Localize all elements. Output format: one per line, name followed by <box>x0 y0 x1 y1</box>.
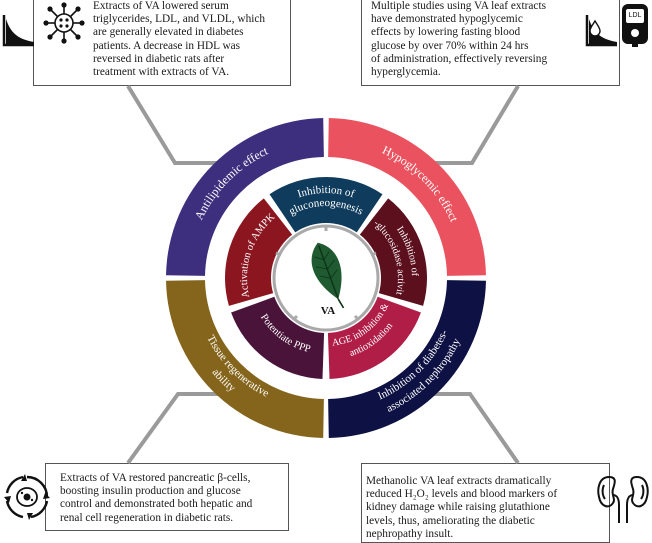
text-line: Methanolic VA leaf extracts dramatically <box>366 475 552 487</box>
spoke <box>370 251 377 257</box>
lipid-molecule-icon <box>43 2 85 44</box>
text-line: Extracts of VA lowered serum <box>93 0 229 12</box>
nephropathy-info-text: Methanolic VA leaf extracts dramatically… <box>366 475 557 541</box>
hypoglycemic-info-text: Multiple studies using VA leaf extracts … <box>371 0 547 79</box>
outer-segment <box>328 118 486 276</box>
text-line: Multiple studies using VA leaf extracts <box>371 0 546 12</box>
inner-segment <box>269 177 383 233</box>
regeneration-info-box <box>45 463 289 531</box>
outer-segment <box>166 280 324 438</box>
spoke <box>275 251 282 257</box>
text-line: triglycerides, LDL, and VLDL, which <box>93 13 266 26</box>
text-line: nephropathy insult. <box>366 527 454 540</box>
text-line: effects by lowering fasting blood <box>371 26 521 39</box>
outer-segment <box>328 280 486 438</box>
glucose-meter-icon <box>622 4 648 47</box>
text-line: levels, thus, ameliorating the diabetic <box>366 514 535 527</box>
text-line: Extracts of VA restored pancreatic β-cel… <box>60 472 251 484</box>
inner-segment <box>231 296 325 379</box>
nephropathy-info-box <box>361 463 610 543</box>
text-line: of administration, effectively reversing <box>371 52 548 65</box>
text-line: kidney damage while raising glutathione <box>366 501 550 514</box>
spoke <box>293 314 299 320</box>
inner-segment <box>359 198 427 306</box>
text-line: glucose by over 70% within 24 hrs <box>371 39 529 52</box>
cell-regeneration-icon <box>4 474 50 520</box>
antilipidemic-info-box <box>33 0 291 86</box>
text-line: are generally elevated in diabetes <box>93 26 244 39</box>
inner-segment <box>225 198 293 306</box>
text-line: have demonstrated hypoglycemic <box>371 13 523 26</box>
outer-segment <box>166 118 324 276</box>
text-line: reversed in diabetic rats after <box>93 52 225 65</box>
antilipidemic-info-text: Extracts of VA lowered serum triglycerid… <box>93 0 265 79</box>
text-line: boosting insulin production and glucose <box>60 485 241 498</box>
text-line: control and demonstrated both hepatic an… <box>60 498 253 511</box>
declining-curve-icon <box>2 15 34 47</box>
hypoglycemic-info-box <box>361 0 620 86</box>
blood-drop-icon <box>585 15 617 47</box>
glucose-meter-text: LDL <box>628 12 642 19</box>
regeneration-info-text: Extracts of VA restored pancreatic β-cel… <box>60 472 252 525</box>
text-line: treatment with extracts of VA. <box>93 66 230 79</box>
center-label: VA <box>321 305 336 317</box>
spokes <box>275 226 377 320</box>
text-line: patients. A decrease in HDL was <box>93 39 241 52</box>
kidney-icon <box>597 475 649 523</box>
text-line: hyperglycemia. <box>371 66 441 79</box>
leaf-icon <box>311 242 345 309</box>
spoke <box>353 314 359 320</box>
inner-segment <box>327 296 421 379</box>
inner-segment-label: Inhibition of <box>296 184 356 200</box>
text-line: renal cell regeneration in diabetic rats… <box>60 511 234 524</box>
text-line: reduced H₂O₂ levels and blood markers of <box>366 488 558 501</box>
